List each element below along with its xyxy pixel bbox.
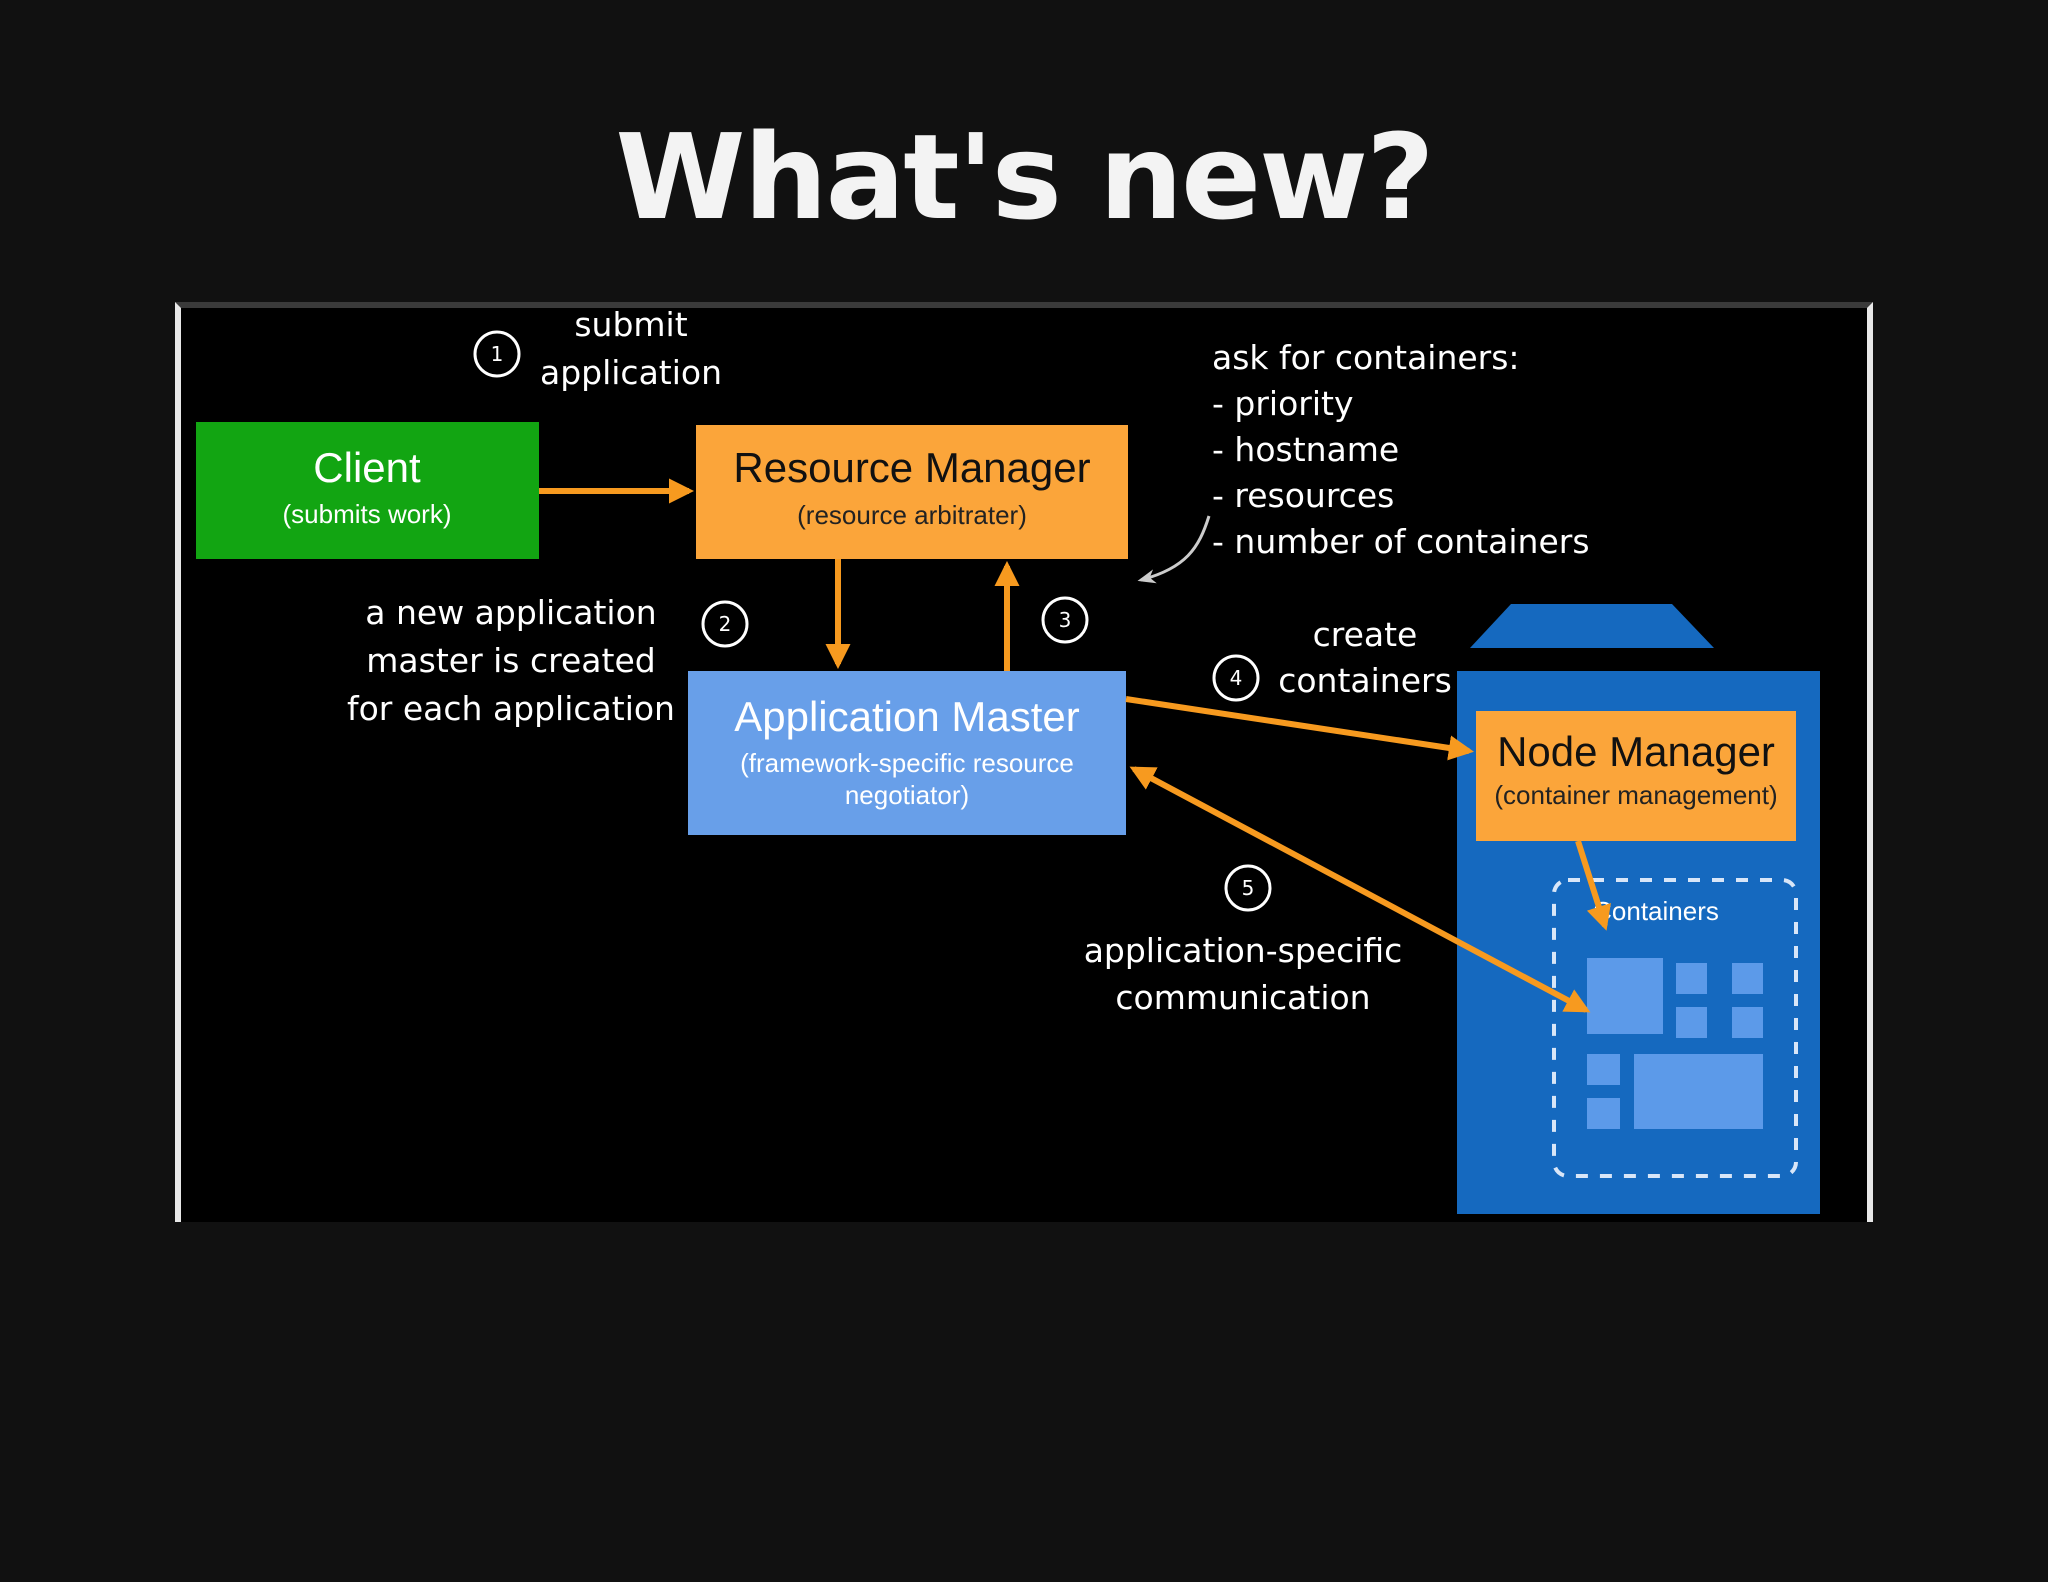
container-block (1587, 1098, 1620, 1129)
resource-manager-title: Resource Manager (733, 444, 1090, 491)
pointer-arrow (1137, 515, 1211, 584)
application-master-title: Application Master (734, 693, 1080, 740)
container-block (1676, 1007, 1707, 1038)
step-4-label: create containers (1278, 615, 1452, 700)
step-3-label: ask for containers: - priority - hostnam… (1212, 338, 1590, 561)
step-5-label: application-specific communication (1084, 931, 1403, 1017)
containers-dashed-area (1552, 878, 1798, 1178)
svg-text:- resources: - resources (1212, 476, 1394, 515)
step-2-marker: 2 (701, 600, 749, 648)
svg-text:- number of containers: - number of containers (1212, 522, 1590, 561)
svg-text:containers: containers (1278, 661, 1452, 700)
svg-text:5: 5 (1242, 876, 1255, 900)
container-block (1732, 963, 1763, 994)
svg-text:for each application: for each application (347, 689, 675, 728)
diagram-canvas: Client (submits work) Resource Manager (… (196, 308, 1820, 1214)
svg-text:- hostname: - hostname (1212, 430, 1399, 469)
containers-label: Containers (1593, 896, 1719, 926)
svg-text:4: 4 (1230, 666, 1243, 690)
flow-arrows (539, 478, 1611, 1013)
svg-text:application-specific: application-specific (1084, 931, 1403, 970)
slide-title: What's new? (615, 108, 1434, 246)
node-manager-subtitle: (container management) (1494, 780, 1777, 810)
client-subtitle: (submits work) (282, 499, 451, 529)
svg-text:2: 2 (719, 612, 732, 636)
container-block (1676, 963, 1707, 994)
step-1-label: submit application (540, 308, 722, 392)
resource-manager-subtitle: (resource arbitrater) (797, 500, 1027, 530)
svg-text:1: 1 (491, 342, 504, 366)
client-title: Client (313, 444, 421, 491)
svg-text:submit: submit (574, 308, 687, 344)
node-manager-title: Node Manager (1497, 728, 1775, 775)
arrow-am-to-nm (1125, 696, 1474, 761)
container-block (1732, 1007, 1763, 1038)
arrow-am-containers-communication (1129, 766, 1591, 1013)
svg-text:a new application: a new application (365, 593, 656, 632)
step-4-marker: 4 (1212, 654, 1260, 702)
application-master-subtitle-2: negotiator) (845, 780, 969, 810)
step-5-marker: 5 (1224, 864, 1272, 912)
resource-manager-box: Resource Manager (resource arbitrater) (696, 425, 1128, 559)
svg-text:- priority: - priority (1212, 384, 1353, 423)
container-block (1587, 958, 1663, 1034)
svg-text:ask for containers:: ask for containers: (1212, 338, 1520, 377)
container-block (1587, 1054, 1620, 1085)
step-2-label: a new application master is created for … (347, 593, 675, 728)
arrow-nm-to-containers (1575, 840, 1611, 931)
node-server-panel: Node Manager (container management) Cont… (1457, 604, 1820, 1214)
svg-text:master is created: master is created (366, 641, 655, 680)
svg-text:3: 3 (1059, 608, 1072, 632)
step-3-marker: 3 (1041, 596, 1089, 644)
application-master-box: Application Master (framework-specific r… (688, 671, 1126, 835)
svg-text:communication: communication (1115, 978, 1370, 1017)
svg-text:application: application (540, 353, 722, 392)
application-master-subtitle-1: (framework-specific resource (740, 748, 1074, 778)
client-box: Client (submits work) (196, 422, 539, 559)
svg-text:create: create (1313, 615, 1418, 654)
step-1-marker: 1 (473, 330, 521, 378)
yarn-architecture-diagram: Client (submits work) Resource Manager (… (175, 302, 1873, 1222)
container-block (1634, 1054, 1763, 1129)
